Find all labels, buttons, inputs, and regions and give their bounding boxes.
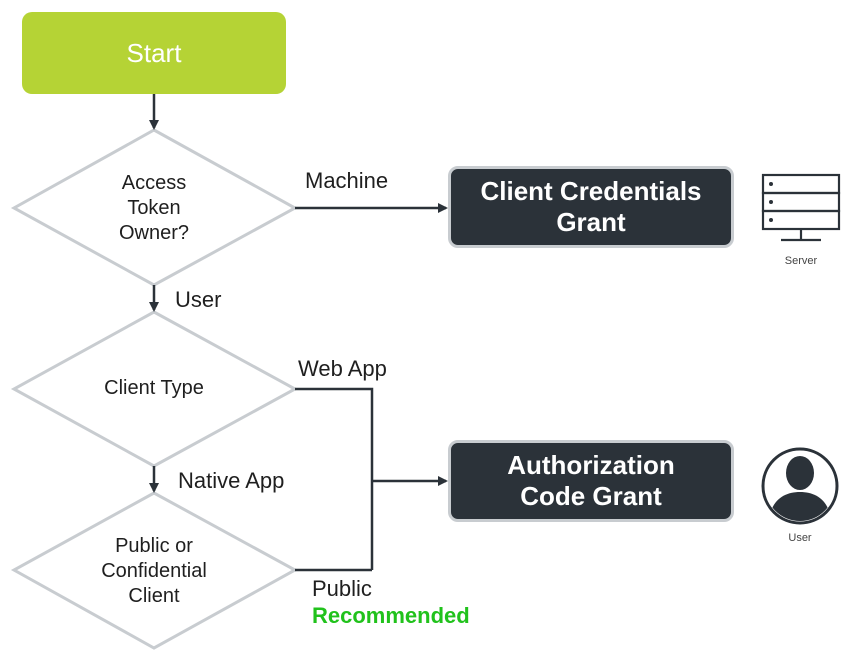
client-credentials-line: Grant xyxy=(556,207,626,237)
start-node: Start xyxy=(22,12,286,94)
edge-label-recommended: Recommended xyxy=(312,603,470,628)
start-label: Start xyxy=(126,37,182,68)
user-caption: User xyxy=(788,532,812,544)
authorization-code-grant-node: Authorization Code Grant xyxy=(448,440,734,522)
access-token-owner-line: Token xyxy=(127,197,181,219)
public-or-confidential-line: Public or xyxy=(115,535,193,557)
client-credentials-grant-node: Client Credentials Grant xyxy=(448,166,734,248)
edge-label-user: User xyxy=(175,287,222,312)
access-token-owner-line: Access xyxy=(121,172,187,194)
server-caption: Server xyxy=(784,255,818,267)
client-credentials-line: Client Credentials xyxy=(480,176,702,206)
edge-label-machine: Machine xyxy=(305,168,389,193)
server-icon xyxy=(761,173,841,242)
authorization-code-line: Code Grant xyxy=(520,481,662,511)
edge-label-public: Public xyxy=(312,576,372,601)
user-avatar-icon xyxy=(761,447,839,525)
public-or-confidential-line: Confidential xyxy=(101,560,207,582)
edge-label-web-app: Web App xyxy=(298,356,387,381)
connector-web-app xyxy=(295,387,374,570)
client-type-text: Client Type xyxy=(104,377,204,399)
access-token-owner-line: Owner? xyxy=(118,222,190,244)
access-token-owner-label: Access Token Owner? xyxy=(84,171,224,246)
public-or-confidential-line: Client xyxy=(128,585,180,607)
public-or-confidential-label: Public or Confidential Client xyxy=(74,534,234,609)
edge-label-native-app: Native App xyxy=(178,468,285,493)
decision-diamond-public-or-confidential xyxy=(10,491,299,650)
client-type-label: Client Type xyxy=(64,376,244,401)
authorization-code-line: Authorization xyxy=(507,450,675,480)
